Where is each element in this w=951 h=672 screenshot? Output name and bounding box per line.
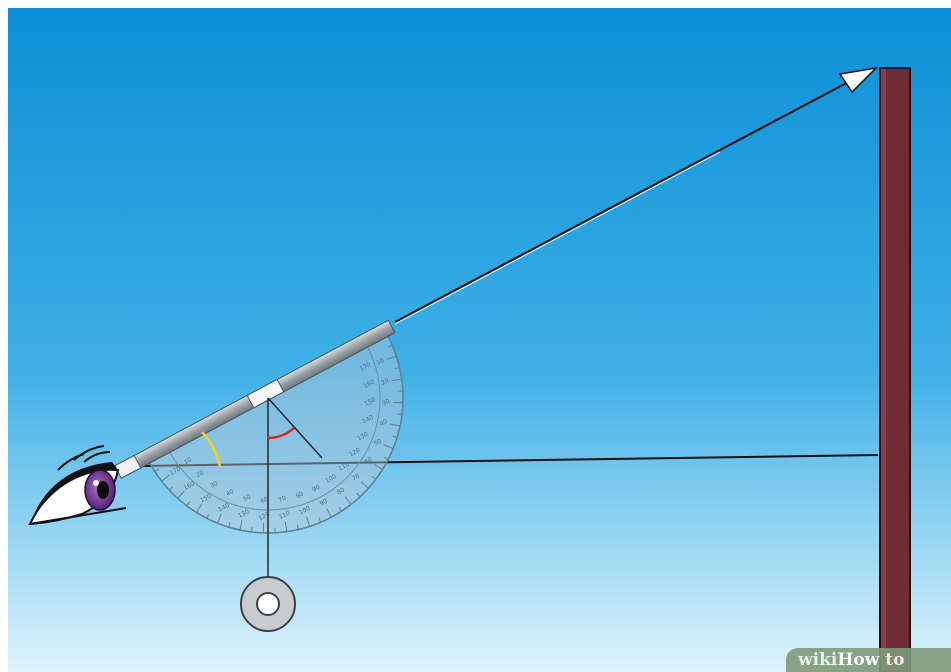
watermark-prefix: wiki [798,650,838,670]
protractor-label-outer: 40 [379,418,389,428]
protractor-label-outer: 150 [199,493,213,505]
protractor-label-inner: 100 [324,473,338,485]
protractor-tick [386,355,397,360]
plumb-angle-arc [267,427,295,440]
protractor-tick [360,481,369,489]
sky-background [8,8,951,672]
protractor-label-outer: 120 [257,511,271,523]
protractor-tick [396,413,403,415]
protractor-label-inner: 30 [209,480,219,490]
protractor-tick [391,378,402,382]
protractor-tick [371,475,377,480]
protractor-label-inner: 60 [260,495,270,505]
protractor-tick [228,522,231,528]
pupil [97,481,109,499]
plumb-weight [240,576,296,632]
protractor-tick [251,526,253,533]
protractor-tick [216,513,222,524]
protractor-tick [392,435,398,438]
arrow-head [838,66,879,94]
protractor: 0102030405060708090100110120130140150160… [147,333,404,534]
protractor-tick [161,474,170,482]
protractor-tick [274,527,276,533]
protractor-tick [306,516,311,527]
protractor-label-inner: 120 [348,447,362,459]
protractor-label-outer: 140 [217,502,231,514]
protractor-label-inner: 130 [356,431,370,443]
protractor-label-outer: 50 [373,438,383,448]
protractor-label-outer: 130 [237,508,251,520]
protractor-tick [390,423,401,427]
eye [28,445,127,526]
protractor-label-outer: 90 [319,498,329,508]
protractor-tick [318,517,322,523]
protractor-tick [206,513,210,519]
wikihow-watermark: wikiHow to [786,648,951,672]
protractor-label-inner: 140 [361,414,375,426]
reference-line [267,397,323,459]
protractor-label-inner: 40 [225,488,235,498]
protractor-tick [392,401,403,404]
protractor-label-inner: 50 [242,493,252,503]
protractor-tick [394,367,400,370]
protractor-label-inner: 10 [183,456,193,466]
protractor-tick [196,503,203,513]
protractor-label-inner: 80 [295,490,305,500]
protractor-label-outer: 30 [381,398,391,408]
protractor-label-outer: 160 [183,480,197,492]
protractor-tick [177,490,185,499]
protractor-label-inner: 90 [311,484,321,494]
protractor-tick [186,501,191,507]
protractor-label-inner: 70 [277,494,287,504]
protractor-label-outer: 10 [375,357,385,367]
protractor-tick [284,521,288,532]
protractor-label-outer: 110 [278,509,292,521]
line-of-sight [394,77,857,323]
protractor-tick [168,486,174,491]
protractor-label-inner: 150 [363,396,377,408]
protractor-tick [262,522,265,533]
protractor-tick [344,496,352,505]
protractor-label-inner: 110 [337,461,351,473]
protractor-tick [373,463,383,470]
protractor-label-outer: 20 [380,377,390,387]
watermark-suffix: How to [837,650,905,670]
protractor-tick [383,456,389,460]
protractor-tick [326,508,332,518]
protractor-label-inner: 20 [195,469,205,479]
protractor-tick [397,390,403,392]
protractor-tick [383,444,394,450]
protractor-tick [239,520,243,531]
protractor-label-outer: 70 [351,472,361,482]
sighting-straw [114,319,396,479]
protractor-tick [296,524,299,530]
protractor-tick [356,492,361,498]
protractor-tick [338,506,342,512]
protractor-label-outer: 80 [336,486,346,496]
protractor-tick [387,344,393,348]
protractor-label-outer: 100 [298,505,312,517]
horizontal-line [139,454,879,467]
protractor-label-outer: 60 [363,456,373,466]
protractor-tick [154,468,160,472]
protractor-label-outer: 170 [169,465,183,477]
elevation-angle-arc [201,431,222,467]
pole [879,67,911,672]
protractor-label-inner: 170 [359,361,373,373]
protractor-label-inner: 160 [363,378,377,390]
